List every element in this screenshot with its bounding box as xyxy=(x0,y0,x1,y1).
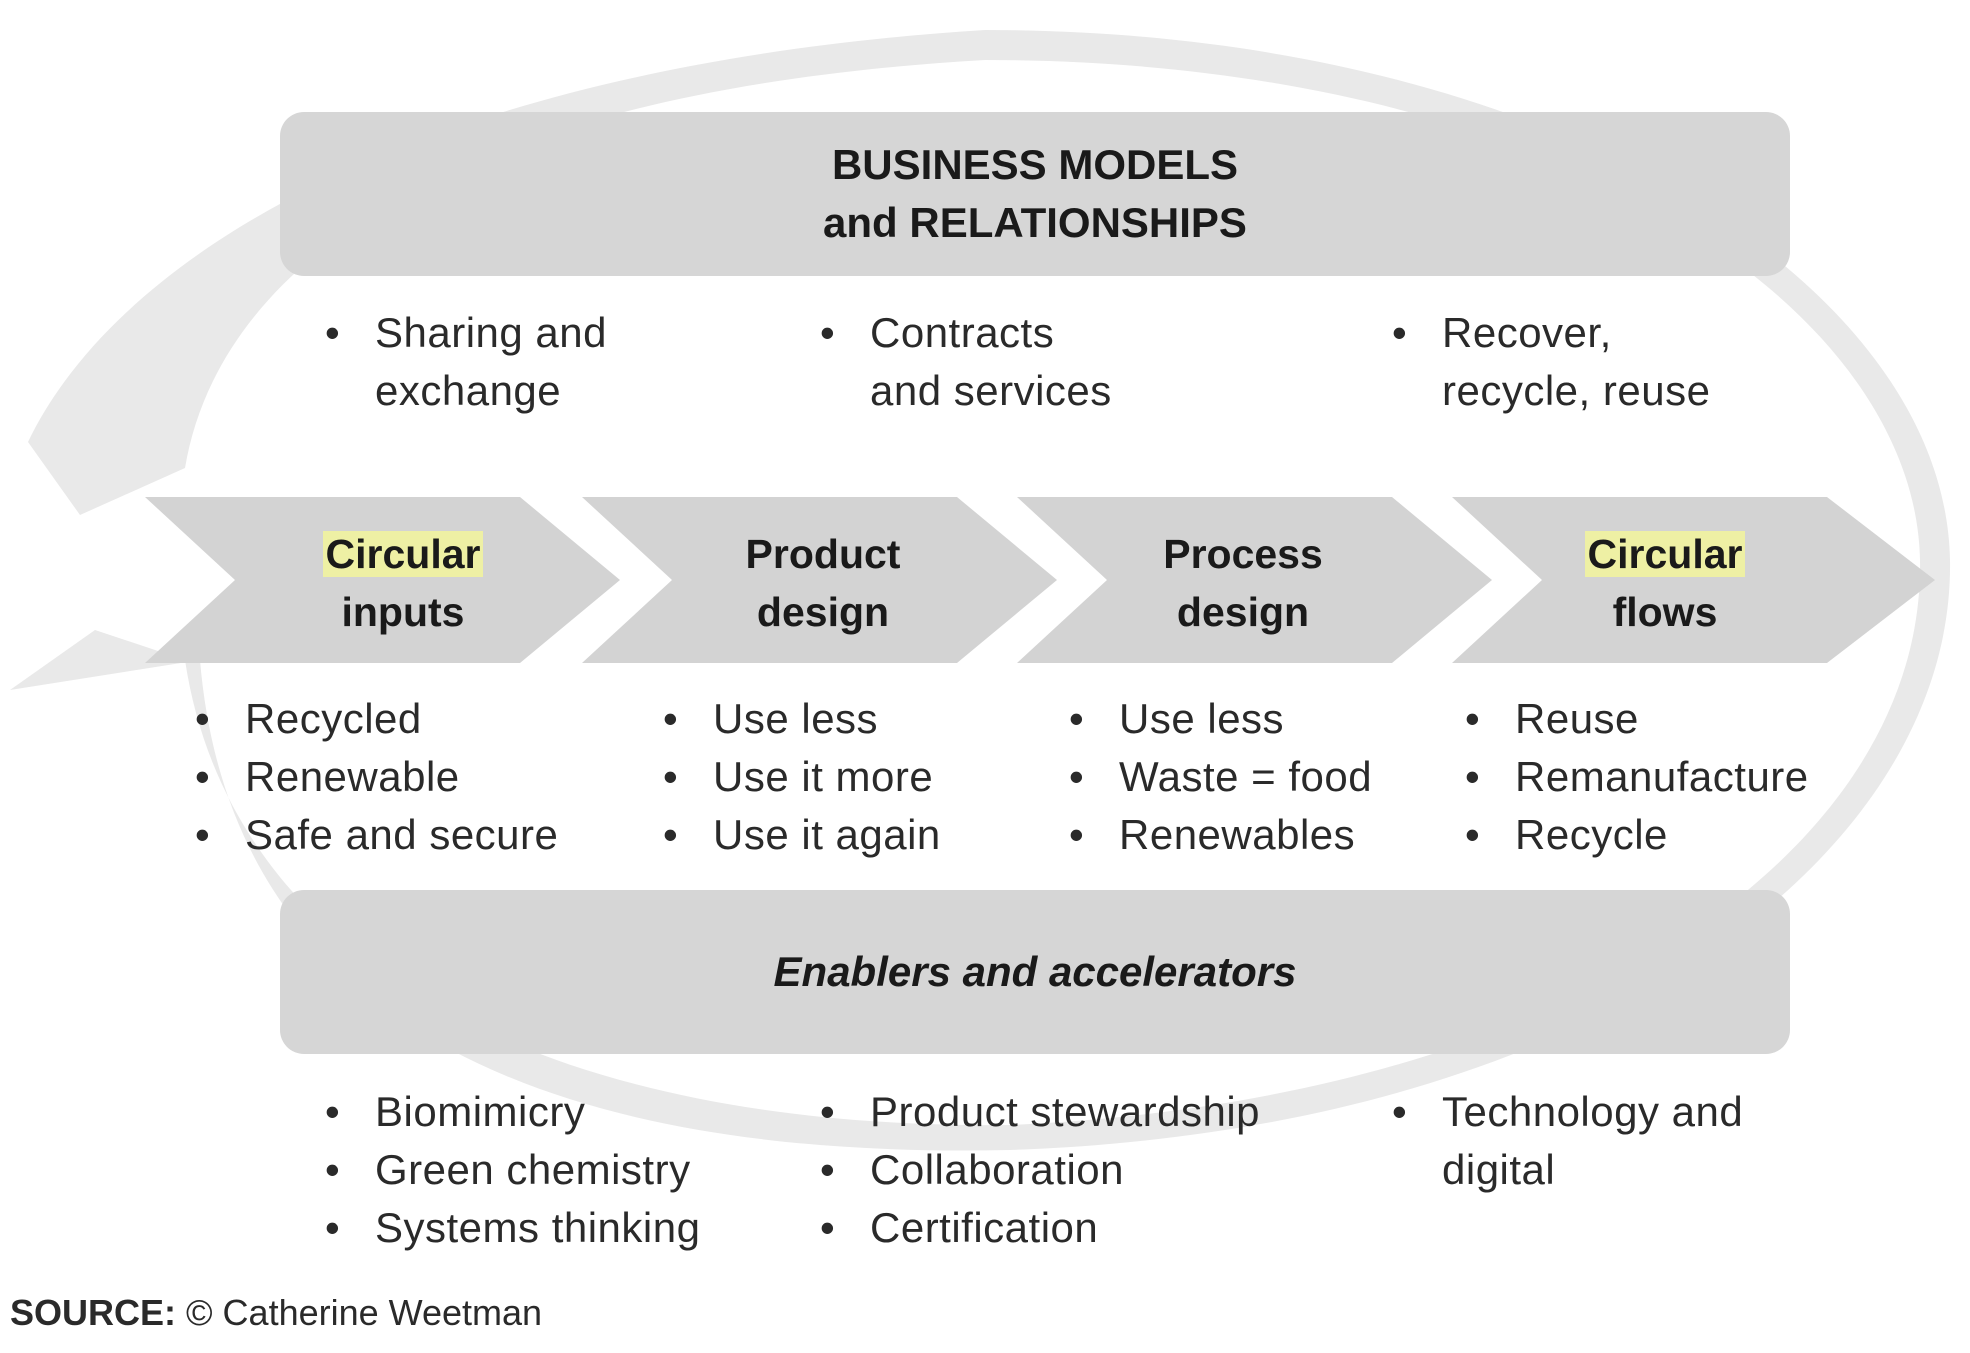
list-item: Product stewardship xyxy=(820,1083,1260,1141)
list-item: Use it more xyxy=(663,748,941,806)
source-label: SOURCE: xyxy=(10,1292,177,1333)
list-item: Systems thinking xyxy=(325,1199,700,1257)
chevron-circular-flows xyxy=(1452,497,1935,663)
list-item: Use less xyxy=(1069,690,1372,748)
stage-circular-inputs: Circular inputs xyxy=(253,525,553,641)
top-list-3: Recover, recycle, reuse xyxy=(1392,304,1710,420)
list-item: Use it again xyxy=(663,806,941,864)
list-item: Sharing and exchange xyxy=(325,304,607,420)
stage-product-design-line2: design xyxy=(756,589,890,635)
stage-list-circular-inputs: Recycled Renewable Safe and secure xyxy=(195,690,558,864)
bottom-list-3: Technology and digital xyxy=(1392,1083,1752,1199)
list-item: Recycle xyxy=(1465,806,1809,864)
chevron-product-design xyxy=(582,497,1057,663)
stage-product-design: Product design xyxy=(673,525,973,641)
top-list-1: Sharing and exchange xyxy=(325,304,607,420)
chevron-process-design xyxy=(1017,497,1492,663)
stage-process-design-line1: Process xyxy=(1163,531,1323,577)
list-item: Remanufacture xyxy=(1465,748,1809,806)
list-item: Reuse xyxy=(1465,690,1809,748)
stage-product-design-line1: Product xyxy=(745,531,901,577)
list-item: Green chemistry xyxy=(325,1141,700,1199)
bottom-list-1: Biomimicry Green chemistry Systems think… xyxy=(325,1083,700,1257)
stage-process-design-line2: design xyxy=(1176,589,1310,635)
stage-list-circular-flows: Reuse Remanufacture Recycle xyxy=(1465,690,1809,864)
stage-list-process-design: Use less Waste = food Renewables xyxy=(1069,690,1372,864)
stage-circular-inputs-line2: inputs xyxy=(341,589,465,635)
list-item: Waste = food xyxy=(1069,748,1372,806)
enablers-box: Enablers and accelerators xyxy=(280,890,1790,1054)
top-list-2: Contracts and services xyxy=(820,304,1112,420)
list-item: Use less xyxy=(663,690,941,748)
stage-circular-flows-line2: flows xyxy=(1612,589,1718,635)
stage-circular-inputs-line1: Circular xyxy=(322,531,484,577)
stage-process-design: Process design xyxy=(1093,525,1393,641)
list-item: Technology and digital xyxy=(1392,1083,1752,1199)
business-models-box: BUSINESS MODELS and RELATIONSHIPS xyxy=(280,112,1790,276)
stage-circular-flows: Circular flows xyxy=(1515,525,1815,641)
list-item: Renewable xyxy=(195,748,558,806)
bottom-list-2: Product stewardship Collaboration Certif… xyxy=(820,1083,1260,1257)
chevron-circular-inputs xyxy=(145,497,620,663)
business-models-title-line1: BUSINESS MODELS xyxy=(831,141,1239,189)
list-item: Renewables xyxy=(1069,806,1372,864)
enablers-title: Enablers and accelerators xyxy=(773,948,1297,996)
source-text: © Catherine Weetman xyxy=(186,1292,543,1333)
list-item: Recover, recycle, reuse xyxy=(1392,304,1710,420)
business-models-title-line2: and RELATIONSHIPS xyxy=(823,199,1247,246)
list-item: Recycled xyxy=(195,690,558,748)
stage-circular-flows-line1: Circular xyxy=(1584,531,1746,577)
stage-list-product-design: Use less Use it more Use it again xyxy=(663,690,941,864)
list-item: Collaboration xyxy=(820,1141,1260,1199)
list-item: Safe and secure xyxy=(195,806,558,864)
list-item: Biomimicry xyxy=(325,1083,700,1141)
list-item: Contracts and services xyxy=(820,304,1112,420)
source-credit: SOURCE: © Catherine Weetman xyxy=(10,1292,542,1334)
list-item: Certification xyxy=(820,1199,1260,1257)
